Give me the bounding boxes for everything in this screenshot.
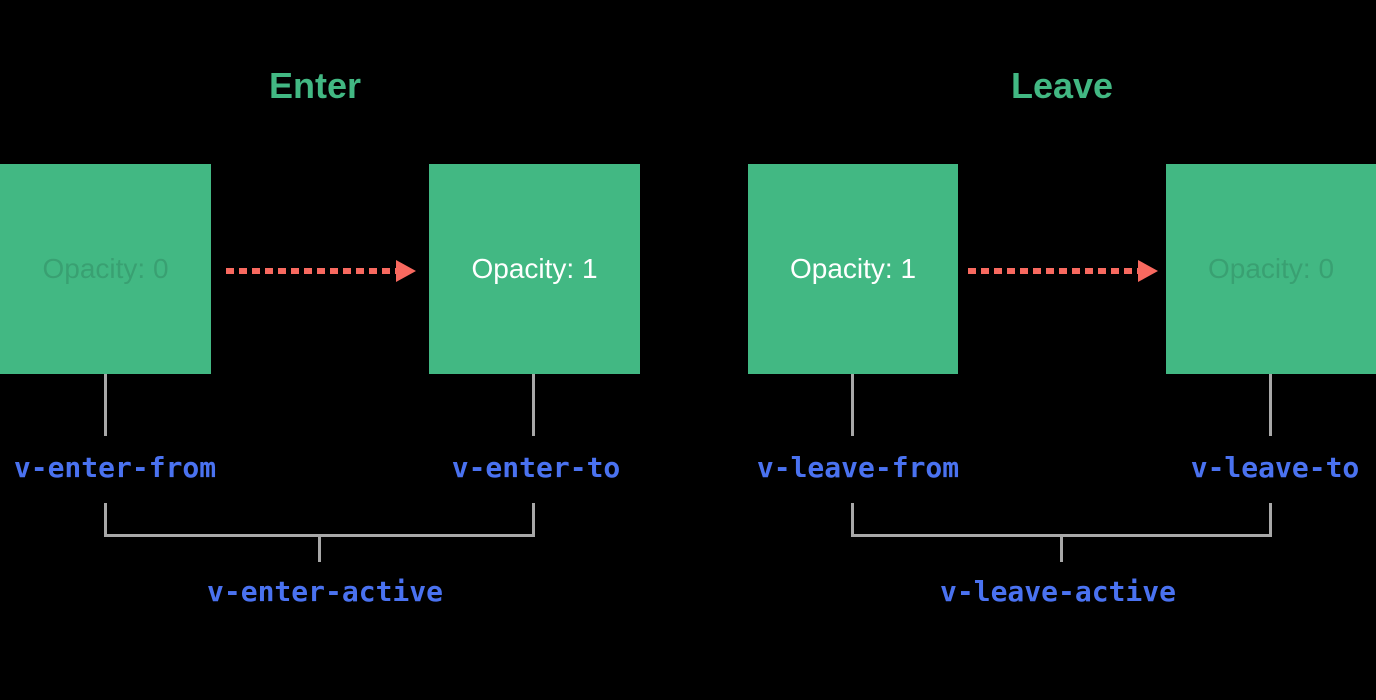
enter-to-opacity-label: Opacity: 1 xyxy=(471,253,598,284)
arrow-head-icon xyxy=(396,260,416,282)
dashed-line xyxy=(226,268,396,274)
enter-active-bracket xyxy=(104,503,535,537)
leave-transition-arrow xyxy=(968,260,1158,282)
leave-to-state-box: Opacity: 0 xyxy=(1166,164,1376,374)
enter-to-class-label: v-enter-to xyxy=(451,451,621,484)
leave-to-opacity-label: Opacity: 0 xyxy=(1207,253,1335,284)
enter-from-state-box: Opacity: 0 xyxy=(0,164,211,374)
leave-active-class-label: v-leave-active xyxy=(939,575,1177,608)
leave-panel-title: Leave xyxy=(1010,65,1114,106)
connector-line-enter-from xyxy=(104,374,107,436)
enter-from-class-label: v-enter-from xyxy=(13,451,217,484)
enter-panel-title: Enter xyxy=(268,65,362,106)
arrow-head-icon xyxy=(1138,260,1158,282)
leave-from-opacity-label: Opacity: 1 xyxy=(789,253,917,284)
leave-from-class-label: v-leave-from xyxy=(756,451,960,484)
enter-to-state-box: Opacity: 1 xyxy=(429,164,640,374)
leave-to-class-label: v-leave-to xyxy=(1190,451,1360,484)
leave-from-state-box: Opacity: 1 xyxy=(748,164,958,374)
leave-active-bracket xyxy=(851,503,1272,537)
enter-transition-arrow xyxy=(226,260,416,282)
connector-line-leave-from xyxy=(851,374,854,436)
enter-active-bracket-stub xyxy=(318,537,321,562)
dashed-line xyxy=(968,268,1138,274)
connector-line-leave-to xyxy=(1269,374,1272,436)
leave-active-bracket-stub xyxy=(1060,537,1063,562)
connector-line-enter-to xyxy=(532,374,535,436)
enter-from-opacity-label: Opacity: 0 xyxy=(42,253,169,284)
enter-active-class-label: v-enter-active xyxy=(206,575,444,608)
